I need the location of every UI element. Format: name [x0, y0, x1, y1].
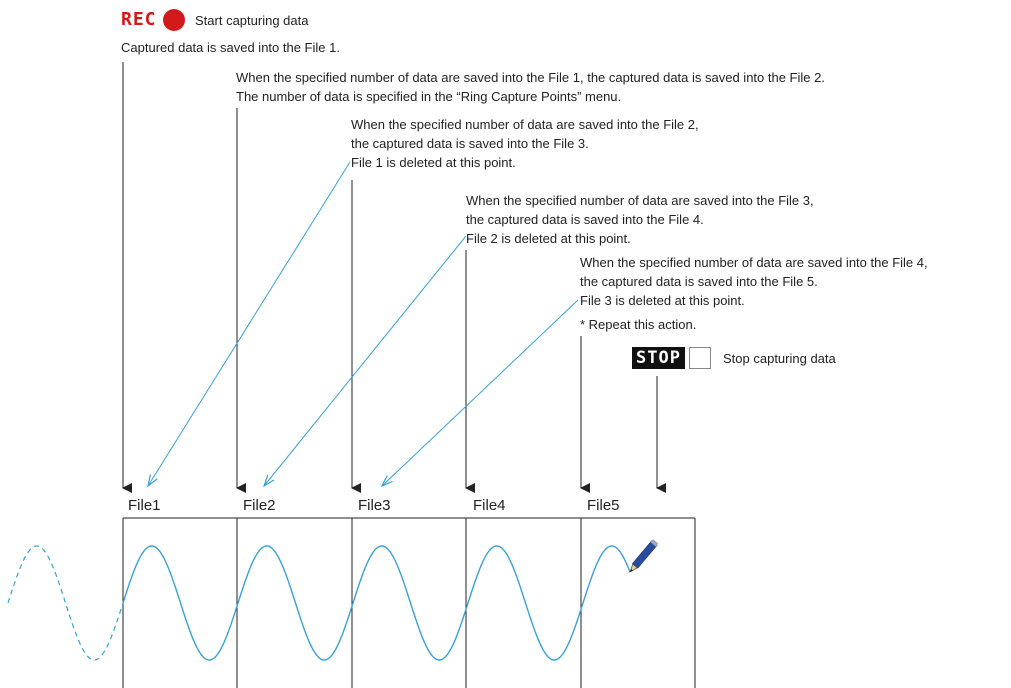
delete-arrow-file2 [264, 236, 466, 486]
pen-icon [627, 539, 658, 574]
dashed-waveform [8, 546, 123, 660]
delete-arrow-file3 [382, 300, 578, 486]
solid-waveform [123, 546, 630, 660]
delete-arrow-file1 [148, 162, 350, 486]
